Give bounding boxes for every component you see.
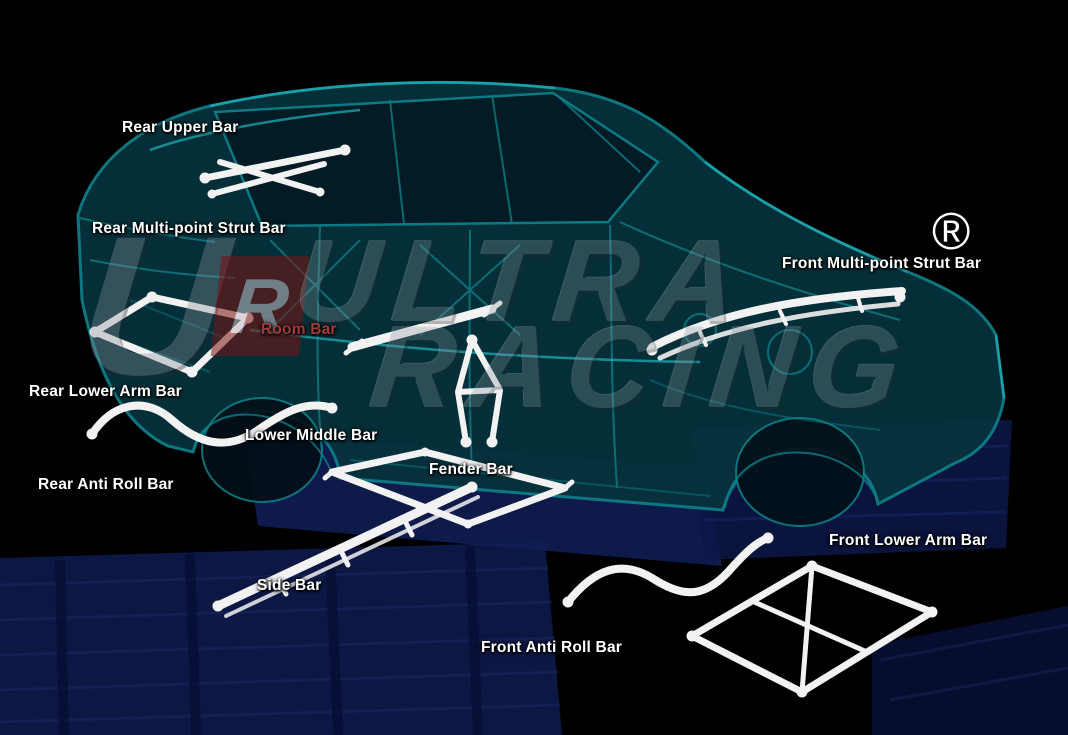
rear-wheel-arch [201, 397, 323, 503]
rear-upper-bar-shape [199, 144, 351, 184]
rear-anti-roll-bar-shape [86, 401, 338, 447]
bright-accent-lines [149, 81, 1006, 399]
front-lower-arm-bar-shape [686, 560, 938, 698]
product-bars [86, 144, 938, 698]
car-shell [76, 80, 1006, 527]
registered-trademark-symbol: ® [932, 203, 971, 261]
front-wheel-arch [735, 417, 865, 527]
side-bar-shape [212, 481, 480, 618]
rear-multi-point-strut-bar-shape [207, 159, 327, 199]
room-bar-shape [343, 300, 503, 356]
fender-bar-shape [455, 334, 503, 448]
greenhouse-glass [213, 91, 660, 228]
front-multi-point-strut-bar-shape [646, 287, 906, 361]
front-anti-roll-bar-shape [562, 532, 774, 608]
